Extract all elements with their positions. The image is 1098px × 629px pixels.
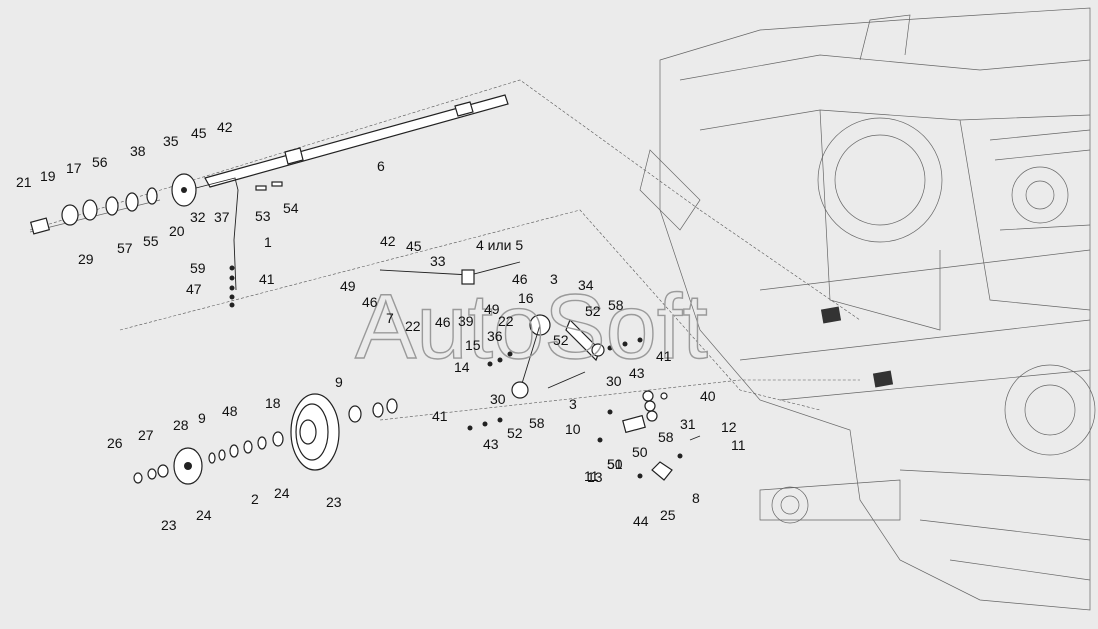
callout-label: 51 [607,456,623,472]
callout-label: 52 [507,425,523,441]
callout-label: 53 [255,208,271,224]
callout-label: 55 [143,233,159,249]
callout-label: 30 [490,391,506,407]
callout-label: 24 [196,507,212,523]
callout-label: 1 [264,234,272,250]
callout-label: 58 [529,415,545,431]
callout-label: 9 [198,410,206,426]
callout-label: 56 [92,154,108,170]
callout-label: 31 [680,416,696,432]
hub-assembly-lower [133,431,284,485]
bearing-assembly-top [29,173,239,291]
callout-label: 29 [78,251,94,267]
callout-label: 41 [656,348,672,364]
callout-label: 49 [484,301,500,317]
callout-label: 10 [565,421,581,437]
callout-label: 45 [191,125,207,141]
callout-label: 25 [660,507,676,523]
tensioner-assembly [597,390,701,481]
callout-label: 2 [251,491,259,507]
callout-label: 22 [405,318,421,334]
callout-label: 34 [578,277,594,293]
callout-label: 52 [585,303,601,319]
callout-label: 43 [483,436,499,452]
callout-label: 42 [217,119,233,135]
callout-label: 48 [222,403,238,419]
callout-label: 11 [731,437,746,453]
fastener-chain-left [229,181,283,308]
callout-label: 38 [130,143,146,159]
callout-label: 47 [186,281,202,297]
callout-label: 41 [259,271,275,287]
shaft-part-6 [204,94,509,188]
callout-label: 46 [435,314,451,330]
callout-label: 35 [163,133,179,149]
callout-label: 50 [632,444,648,460]
linkage-middle [379,261,643,431]
callout-label: 58 [658,429,674,445]
callout-label: 45 [406,238,422,254]
callout-label: 26 [107,435,123,451]
callout-label: 37 [214,209,230,225]
callout-label: 27 [138,427,154,443]
callout-label: 19 [40,168,56,184]
callout-label: 32 [190,209,206,225]
callout-label: 9 [335,374,343,390]
callout-label: 57 [117,240,133,256]
callout-label: 52 [553,332,569,348]
callout-label: 42 [380,233,396,249]
callout-label: 23 [326,494,342,510]
callout-label: 14 [454,359,470,375]
callout-label: 33 [430,253,446,269]
callout-label: 3 [569,396,577,412]
callout-label: 49 [340,278,356,294]
callout-label: 39 [458,313,474,329]
callout-label: 43 [629,365,645,381]
callout-label: 6 [377,158,385,174]
callout-label: 3 [550,271,558,287]
callout-label: 15 [465,337,481,353]
callout-label: 21 [16,174,32,190]
callout-label: 40 [700,388,716,404]
callout-label: 44 [633,513,649,529]
callout-label: 59 [190,260,206,276]
combine-body-drawing [639,7,1096,611]
callout-label: 24 [274,485,290,501]
callout-label: 22 [498,313,514,329]
pulley-part-2 [290,393,398,471]
callout-label: 54 [283,200,299,216]
callout-label: 18 [265,395,281,411]
callout-label: 20 [169,223,185,239]
callout-label: 17 [66,160,82,176]
callout-label: 50 [607,456,623,472]
callout-label: 11 [584,468,599,484]
callout-label: 28 [173,417,189,433]
callout-label: 16 [518,290,534,306]
callout-label: 4 или 5 [476,237,523,253]
callout-label: 46 [512,271,528,287]
callout-label: 8 [692,490,700,506]
callout-label: 41 [432,408,448,424]
watermark: AutoSoft [355,276,708,378]
callout-label: 7 [386,310,394,326]
callout-label: 58 [608,297,624,313]
callout-label: 12 [721,419,737,435]
callout-label: 36 [487,328,503,344]
callout-label: 46 [362,294,378,310]
callout-label: 30 [606,373,622,389]
callout-label: 13 [587,469,603,485]
callout-label: 23 [161,517,177,533]
